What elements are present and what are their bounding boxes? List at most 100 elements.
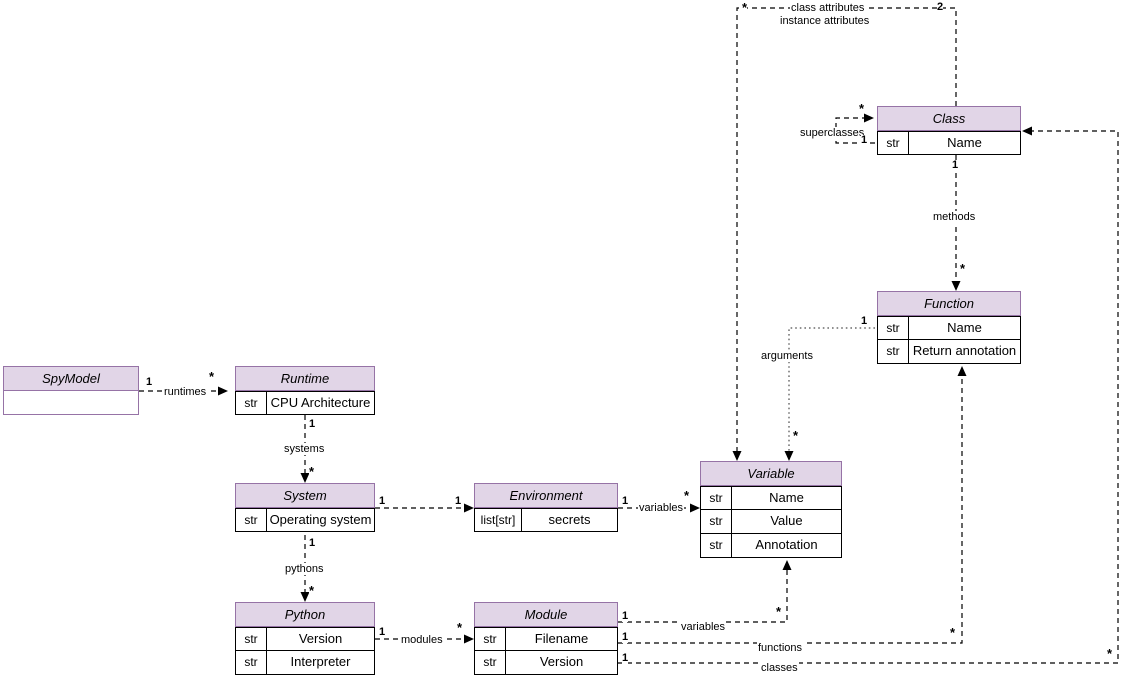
mult-system-environment: 1 (379, 495, 386, 507)
mult-class-attributes: 2 (937, 1, 944, 13)
edge-module-variables (618, 560, 792, 623)
edge-label-env-variables: variables (638, 502, 685, 514)
mult-class-superclasses-many: * (859, 101, 865, 116)
attribute-type: str (701, 487, 732, 509)
attribute-type: str (475, 628, 506, 650)
edge-label-class-attributes: class attributes (790, 2, 866, 14)
mult-variable-attributes: * (742, 0, 748, 15)
attribute-name: Interpreter (290, 654, 351, 669)
mult-python-pythons: * (309, 583, 315, 598)
mult-system-pythons: 1 (309, 537, 316, 549)
attribute-type: list[str] (475, 509, 522, 531)
mult-class-superclasses-one: 1 (861, 134, 868, 146)
class-title-system: System (235, 483, 375, 508)
attribute-name: secrets (548, 512, 591, 527)
attribute-name: Name (769, 490, 804, 505)
attribute-name: Operating system (269, 512, 372, 527)
attribute-name: Annotation (755, 537, 818, 552)
attribute-type: str (236, 509, 267, 531)
class-box-module[interactable]: Module str Filename str Version (474, 602, 618, 675)
mult-module-variables: 1 (622, 610, 629, 622)
mult-environment-variables: 1 (622, 495, 629, 507)
class-box-python[interactable]: Python str Version str Interpreter (235, 602, 375, 675)
attribute-row: str Version (235, 627, 375, 651)
attribute-row: str Return annotation (877, 340, 1021, 364)
attribute-name: Version (539, 654, 584, 669)
attribute-name: Value (770, 513, 803, 528)
class-title-function: Function (877, 291, 1021, 316)
attribute-type: str (878, 317, 909, 339)
mult-module-functions: 1 (622, 631, 629, 643)
mult-function-methods: * (960, 261, 966, 276)
edge-label-module-variables: variables (680, 621, 727, 633)
attribute-name: Version (298, 631, 343, 646)
edge-module-classes (618, 126, 1119, 664)
class-body-spymodel-empty (3, 391, 139, 415)
class-title-variable: Variable (700, 461, 842, 486)
class-title-spymodel: SpyModel (3, 366, 139, 391)
mult-variable-arguments: * (793, 428, 799, 443)
attribute-row: str Value (700, 510, 842, 534)
attribute-type: str (878, 340, 909, 363)
class-box-environment[interactable]: Environment list[str] secrets (474, 483, 618, 532)
attribute-type: str (236, 392, 267, 414)
mult-variable-module-variables: * (776, 604, 782, 619)
class-box-spymodel[interactable]: SpyModel (3, 366, 139, 415)
mult-function-module-functions: * (950, 625, 956, 640)
mult-environment-system: 1 (455, 495, 462, 507)
edge-label-superclasses: superclasses (799, 127, 866, 139)
class-box-variable[interactable]: Variable str Name str Value str Annotati… (700, 461, 842, 558)
class-box-runtime[interactable]: Runtime str CPU Architecture (235, 366, 375, 415)
attribute-name: Name (947, 320, 982, 335)
edge-arguments (784, 327, 875, 461)
edge-label-systems: systems (283, 443, 326, 455)
edge-label-module-classes: classes (760, 662, 799, 674)
class-title-python: Python (235, 602, 375, 627)
attribute-type: str (236, 651, 267, 674)
class-box-system[interactable]: System str Operating system (235, 483, 375, 532)
attribute-type: str (236, 628, 267, 650)
attribute-name: Filename (534, 631, 589, 646)
attribute-row: str Version (474, 651, 618, 675)
mult-function-arguments: 1 (861, 315, 868, 327)
attribute-row: str Name (877, 131, 1021, 155)
mult-runtime-systems: 1 (309, 418, 316, 430)
edge-label-arguments: arguments (760, 350, 814, 362)
attribute-type: str (701, 534, 732, 557)
edge-label-modules: modules (400, 634, 444, 646)
edge-class-attributes (732, 7, 957, 461)
class-title-class: Class (877, 106, 1021, 131)
class-title-runtime: Runtime (235, 366, 375, 391)
attribute-type: str (475, 651, 506, 674)
class-title-module: Module (474, 602, 618, 627)
attribute-row: list[str] secrets (474, 508, 618, 532)
edge-label-pythons: pythons (284, 563, 325, 575)
mult-class-methods: 1 (952, 159, 959, 171)
mult-class-module-classes: * (1107, 646, 1113, 661)
attribute-row: str Name (700, 486, 842, 510)
edge-label-instance-attributes: instance attributes (779, 15, 871, 27)
attribute-row: str Filename (474, 627, 618, 651)
attribute-name: Return annotation (912, 343, 1017, 358)
attribute-row: str Name (877, 316, 1021, 340)
mult-python-modules: 1 (379, 626, 386, 638)
attribute-name: Name (947, 135, 982, 150)
mult-system-systems: * (309, 464, 315, 479)
mult-module-modules: * (457, 620, 463, 635)
edge-label-runtimes: runtimes (163, 386, 208, 398)
attribute-type: str (701, 510, 732, 533)
class-title-environment: Environment (474, 483, 618, 508)
edge-label-methods: methods (932, 211, 977, 223)
attribute-row: str Interpreter (235, 651, 375, 675)
mult-spymodel-runtimes: 1 (146, 376, 153, 388)
class-box-class[interactable]: Class str Name (877, 106, 1021, 155)
attribute-row: str Operating system (235, 508, 375, 532)
attribute-row: str Annotation (700, 534, 842, 558)
edge-label-module-functions: functions (757, 642, 804, 654)
mult-module-classes: 1 (622, 652, 629, 664)
mult-runtime-runtimes: * (209, 369, 215, 384)
attribute-type: str (878, 132, 909, 154)
attribute-row: str CPU Architecture (235, 391, 375, 415)
class-box-function[interactable]: Function str Name str Return annotation (877, 291, 1021, 364)
